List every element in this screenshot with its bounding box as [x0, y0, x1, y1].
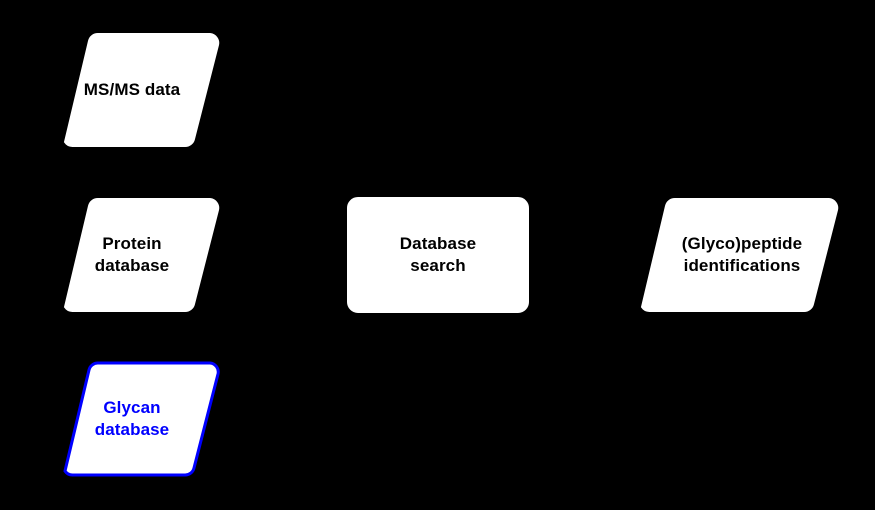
parallelogram-shape-glycopeptide-identifications: [640, 197, 839, 313]
parallelogram-shape-glycan-database: [63, 361, 220, 477]
rounded-rectangle-shape-database-search: [347, 197, 529, 313]
parallelogram-shape-msms-data: [63, 32, 220, 148]
node-msms-data[interactable]: MS/MS data: [32, 30, 224, 150]
parallelogram-shape-protein-database: [63, 197, 220, 313]
